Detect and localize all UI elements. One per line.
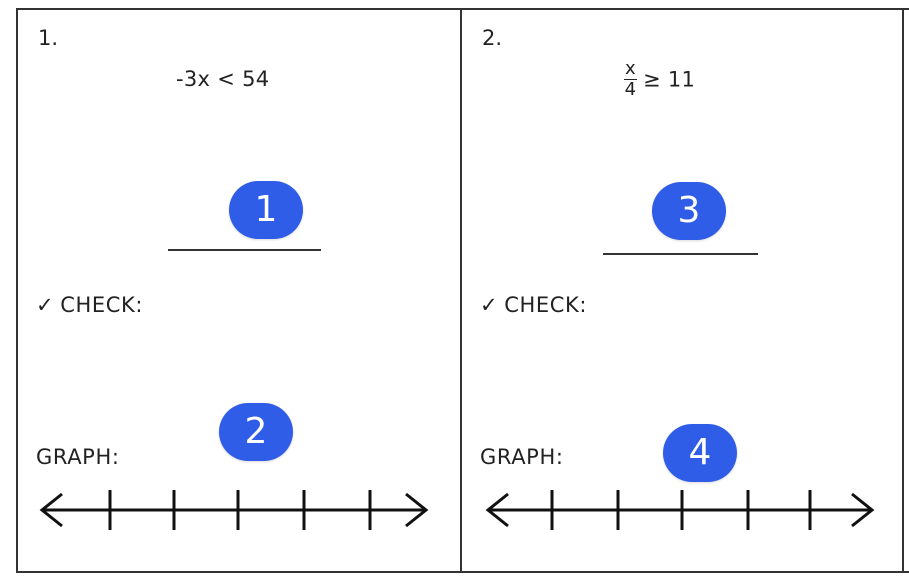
- number-line-icon: [485, 490, 875, 530]
- graph-hotspot-2[interactable]: 2: [219, 403, 293, 461]
- fraction: x 4: [624, 59, 637, 100]
- check-mark-icon: ✓: [36, 293, 55, 317]
- graph-label: GRAPH:: [36, 445, 120, 469]
- inequality-rest: ≥ 11: [642, 67, 696, 92]
- answer-hotspot-1[interactable]: 1: [229, 181, 303, 239]
- graph-hotspot-4[interactable]: 4: [663, 424, 737, 482]
- check-mark-icon: ✓: [480, 293, 499, 317]
- panel-divider: [902, 10, 904, 571]
- answer-blank[interactable]: [603, 253, 758, 255]
- check-row: ✓CHECK:: [480, 293, 587, 317]
- inequality-expression: -3x < 54: [176, 67, 270, 91]
- answer-blank[interactable]: [168, 249, 321, 251]
- panel-divider: [460, 10, 462, 571]
- answer-hotspot-3[interactable]: 3: [652, 182, 726, 240]
- inequality-expression: x 4 ≥ 11: [624, 59, 695, 100]
- fraction-numerator: x: [624, 58, 637, 80]
- problem-1-panel: 1. -3x < 54 ✓CHECK: GRAPH:: [18, 10, 460, 571]
- check-label: CHECK:: [60, 293, 144, 317]
- graph-label: GRAPH:: [480, 445, 564, 469]
- fraction-denominator: 4: [624, 79, 637, 100]
- problem-number: 2.: [482, 26, 503, 50]
- number-line-icon: [39, 490, 429, 530]
- problem-2-panel: 2. x 4 ≥ 11 ✓CHECK: GRAPH:: [462, 10, 902, 571]
- worksheet: 1. -3x < 54 ✓CHECK: GRAPH: 2. x 4 ≥ 11: [16, 8, 909, 573]
- check-label: CHECK:: [504, 293, 588, 317]
- check-row: ✓CHECK:: [36, 293, 143, 317]
- problem-number: 1.: [38, 26, 59, 50]
